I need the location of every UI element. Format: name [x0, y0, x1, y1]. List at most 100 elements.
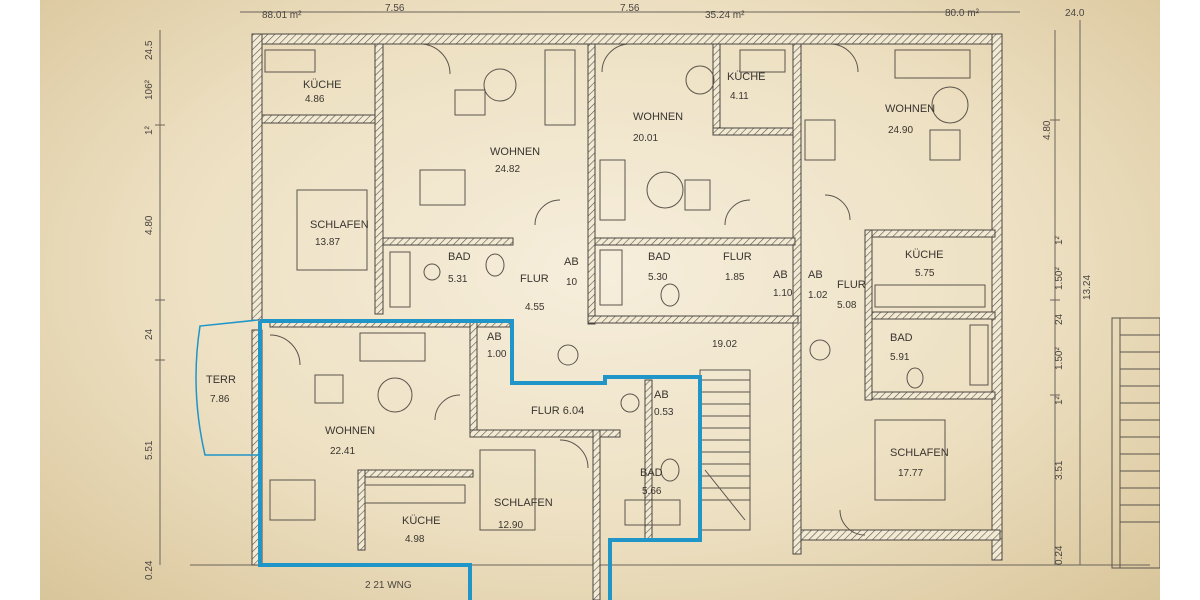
- floor-plan: 88.01 m² 7.56 7.56 35.24 m² 80.0 m² 24.0…: [144, 3, 1160, 600]
- room-name-ab-s: AB: [654, 389, 669, 401]
- room-name-schlafen-e: SCHLAFEN: [890, 447, 949, 459]
- dim-right-2: 1²: [1054, 235, 1065, 245]
- bed-w: [296, 189, 368, 271]
- toilet-s: [660, 458, 680, 482]
- room-name-schlafen-s: SCHLAFEN: [494, 497, 553, 509]
- room-name-ab-w: AB: [564, 256, 579, 268]
- armchair-n: [684, 179, 711, 211]
- room-name-flur-e: FLUR: [837, 279, 866, 291]
- table-round-n: [646, 171, 684, 209]
- exterior-stair: [1111, 317, 1160, 569]
- room-name-bad-s: BAD: [640, 467, 663, 479]
- room-labels: KÜCHE 4.86 WOHNEN 24.82 SCHLAFEN 13.87 B…: [206, 71, 949, 591]
- room-name-schlafen-w: SCHLAFEN: [310, 219, 369, 231]
- toilet-n: [660, 283, 680, 307]
- dim-right-8: 0.24: [1054, 545, 1065, 565]
- sink-stair: [809, 339, 831, 361]
- room-name-kueche-e: KÜCHE: [905, 249, 944, 261]
- dim-left-6: 5.51: [144, 440, 155, 460]
- room-name-ab-n: AB: [773, 269, 788, 281]
- furniture: [264, 43, 1160, 569]
- room-area-schlafen-w: 13.87: [315, 237, 340, 248]
- room-area-flur-n: 1.85: [725, 272, 745, 283]
- dim-top-5: 80.0 m²: [945, 8, 980, 19]
- table-round-ne: [931, 86, 969, 124]
- floor-plan-sheet: 88.01 m² 7.56 7.56 35.24 m² 80.0 m² 24.0…: [40, 0, 1160, 600]
- room-area-ab-w: 10: [566, 277, 578, 288]
- door-swing-1: [419, 43, 451, 75]
- sink-w: [423, 263, 441, 281]
- dim-right-3: 1.50²: [1054, 267, 1065, 290]
- staircase: [699, 369, 751, 531]
- dim-left-5: 24: [144, 328, 155, 340]
- room-area-bad-w: 5.31: [448, 274, 468, 285]
- room-area-bad-e: 5.91: [890, 352, 910, 363]
- bathtub-e: [969, 324, 989, 386]
- room-area-flur-e: 5.08: [837, 300, 857, 311]
- room-area-bad-n: 5.30: [648, 272, 668, 283]
- toilet-w: [485, 253, 505, 277]
- armchair-sw: [314, 374, 344, 404]
- table-round-nw: [483, 68, 517, 102]
- bed-e: [874, 419, 946, 501]
- sofa-ne: [894, 49, 971, 79]
- bathtub-w: [389, 251, 411, 308]
- room-area-schlafen-s: 12.90: [498, 520, 523, 531]
- door-swing-3: [829, 43, 859, 73]
- dim-right-9: 13.24: [1082, 275, 1093, 300]
- dim-top-1: 88.01 m²: [262, 10, 302, 21]
- dim-left-7: 0.24: [144, 560, 155, 580]
- bathtub-n: [599, 249, 623, 306]
- dining-table-ne: [804, 119, 836, 161]
- door-swing-5: [724, 199, 751, 226]
- sofa-n: [599, 159, 626, 221]
- toilet-e: [906, 367, 924, 389]
- room-name-bad-w: BAD: [448, 251, 471, 263]
- room-name-ab-sw: AB: [487, 331, 502, 343]
- sofa-nw: [544, 49, 576, 126]
- kitchen-counter-sw: [364, 484, 466, 504]
- room-area-wohnen-n: 20.01: [633, 133, 658, 144]
- dimension-labels: 88.01 m² 7.56 7.56 35.24 m² 80.0 m² 24.0…: [144, 3, 1093, 580]
- kitchen-counter-n: [739, 49, 786, 73]
- room-area-schlafen-e: 17.77: [898, 468, 923, 479]
- dim-left-4: 4.80: [144, 215, 155, 235]
- armchair-ne: [929, 129, 961, 161]
- dining-table-nw: [419, 169, 466, 206]
- dim-left-3: 1²: [144, 125, 155, 135]
- terrace-outline: [195, 319, 260, 456]
- dim-top-4: 35.24 m²: [705, 10, 745, 21]
- door-swing-6: [824, 194, 851, 221]
- dim-right-1: 4.80: [1042, 120, 1053, 140]
- door-swing-7: [269, 334, 301, 366]
- room-name-wohnen-sw: WOHNEN: [325, 425, 375, 437]
- room-name-flur-n: FLUR: [723, 251, 752, 263]
- room-area-ab-s: 0.53: [654, 407, 674, 418]
- room-area-flur-w: 4.55: [525, 302, 545, 313]
- kitchen-counter-e: [874, 284, 986, 308]
- dim-left-2: 106²: [144, 79, 155, 100]
- kitchen-counter-nw: [264, 49, 316, 73]
- room-name-wohnen-nw: WOHNEN: [490, 146, 540, 158]
- room-name-wohnen-ne: WOHNEN: [885, 103, 935, 115]
- dim-right-5: 1.50²: [1054, 347, 1065, 370]
- sink-ab: [557, 344, 579, 366]
- door-swing-2: [601, 43, 631, 73]
- room-name-bad-e: BAD: [890, 332, 913, 344]
- door-swing-10: [839, 509, 866, 536]
- armchair-nw: [454, 89, 486, 116]
- door-swing-4: [534, 199, 561, 226]
- walls: [251, 33, 1003, 600]
- sofa-sw: [359, 332, 426, 362]
- bottom-label: 2 21 WNG: [365, 580, 412, 591]
- plant-n: [685, 65, 715, 95]
- dim-right-7: 3.51: [1054, 460, 1065, 480]
- bathtub-s: [624, 499, 681, 526]
- dim-top-3: 7.56: [620, 3, 640, 14]
- room-area-stair: 19.02: [712, 339, 737, 350]
- room-name-bad-n: BAD: [648, 251, 671, 263]
- door-swing-9: [559, 439, 589, 469]
- room-name-ab-e: AB: [808, 269, 823, 281]
- room-area-wohnen-sw: 22.41: [330, 446, 355, 457]
- room-area-bad-s: 5.66: [642, 486, 662, 497]
